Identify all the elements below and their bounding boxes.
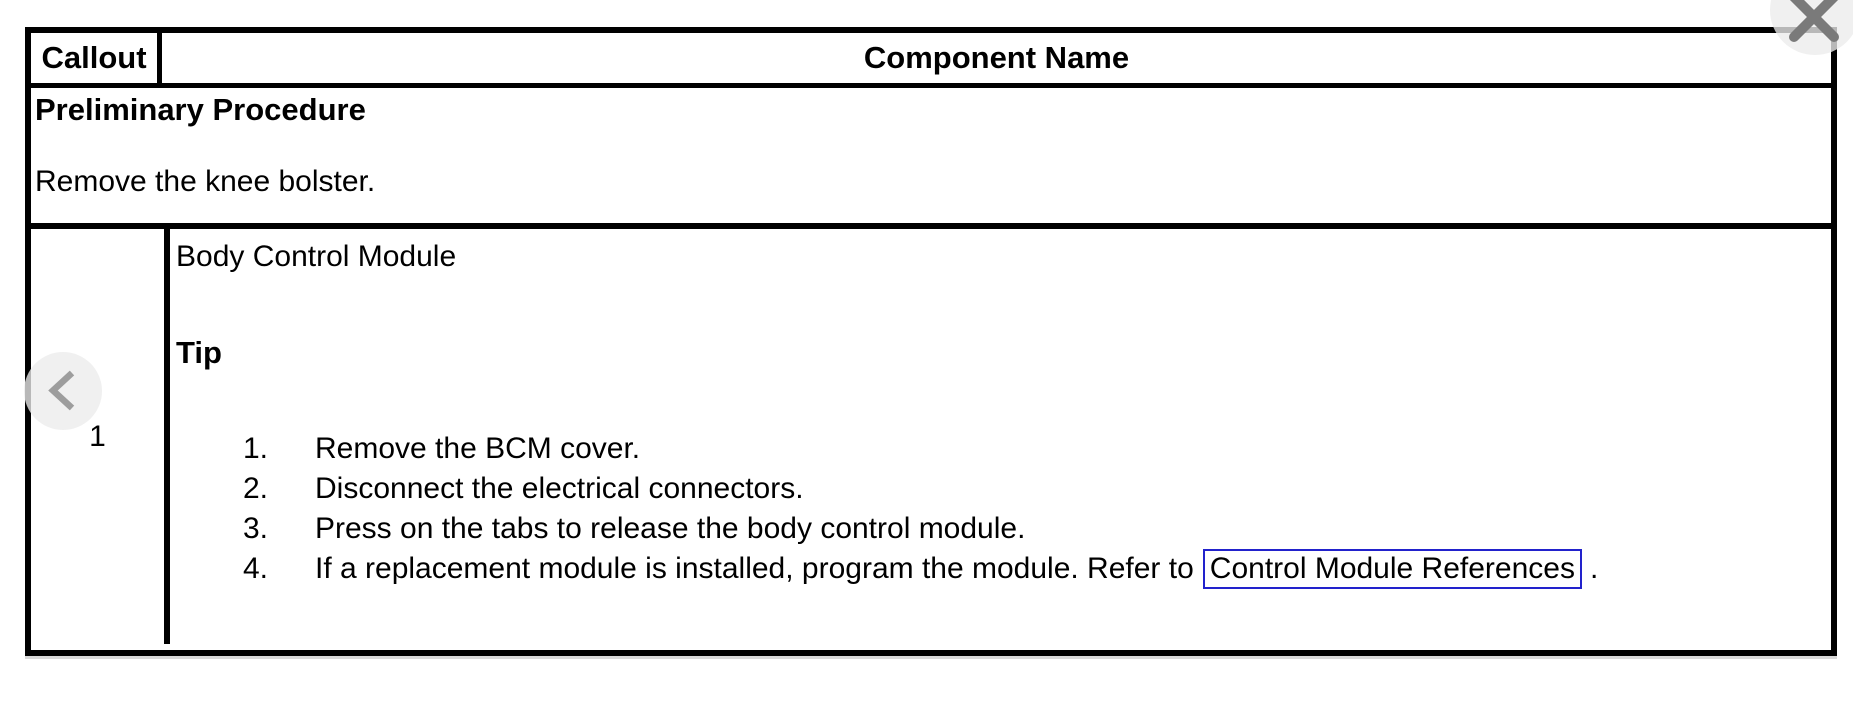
step-text: Press on the tabs to release the body co… <box>315 512 1026 545</box>
preliminary-procedure-title: Preliminary Procedure <box>35 92 366 127</box>
procedure-step-list: 1. Remove the BCM cover. 2. Disconnect t… <box>176 429 1821 589</box>
preliminary-procedure-instruction: Remove the knee bolster. <box>35 165 376 198</box>
component-name-column-header: Component Name <box>863 40 1130 75</box>
component-cell: Body Control Module Tip 1. Remove the BC… <box>170 229 1831 644</box>
step-text-prefix: If a replacement module is installed, pr… <box>315 552 1194 585</box>
step-number: 2. <box>243 472 269 505</box>
chevron-left-icon <box>48 370 75 411</box>
step-text: If a replacement module is installed, pr… <box>315 549 1598 589</box>
control-module-references-link[interactable]: Control Module References <box>1202 549 1582 589</box>
table-header-row: Callout Component Name <box>31 33 1831 88</box>
close-button[interactable] <box>1770 0 1853 55</box>
list-item: 1. Remove the BCM cover. <box>243 429 1821 469</box>
preliminary-procedure-row: Preliminary Procedure Remove the knee bo… <box>31 88 1831 229</box>
step-text-suffix: . <box>1589 552 1599 585</box>
callout-number: 1 <box>31 229 170 644</box>
list-item: 4. If a replacement module is installed,… <box>243 549 1821 589</box>
step-number: 1. <box>243 432 269 465</box>
back-button[interactable] <box>24 352 102 430</box>
close-icon <box>1789 0 1839 42</box>
list-item: 2. Disconnect the electrical connectors. <box>243 469 1821 509</box>
callout-column-header: Callout <box>31 33 162 83</box>
component-callout-table: Callout Component Name Preliminary Proce… <box>25 27 1837 656</box>
tip-label: Tip <box>176 335 222 370</box>
step-text: Disconnect the electrical connectors. <box>315 472 804 505</box>
step-text: Remove the BCM cover. <box>315 432 641 465</box>
step-number: 4. <box>243 552 269 585</box>
step-number: 3. <box>243 512 269 545</box>
list-item: 3. Press on the tabs to release the body… <box>243 509 1821 549</box>
table-row: 1 Body Control Module Tip 1. Remove the … <box>31 229 1831 644</box>
component-name: Body Control Module <box>176 240 457 273</box>
